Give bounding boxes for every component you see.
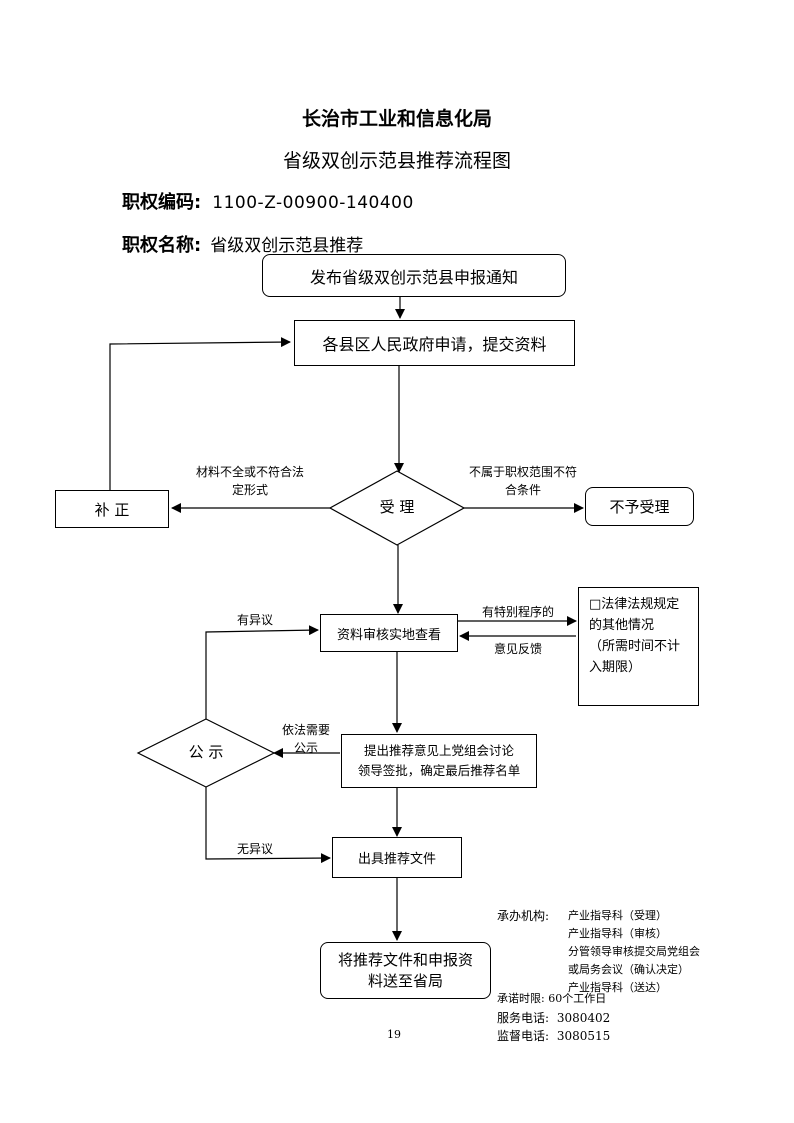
special-line: 入期限） (589, 660, 642, 675)
accept-diamond (328, 470, 466, 546)
org-list: 产业指导科（受理） 产业指导科（审核） 分管领导审核提交局党组会 或局务会议（确… (568, 907, 768, 997)
propose-node: 提出推荐意见上党组会讨论 领导签批，确定最后推荐名单 (341, 734, 537, 788)
accept-node: 受 理 (379, 498, 415, 516)
special-line: □法律法规规定 (589, 597, 680, 612)
supervise-phone-label: 监督电话: (497, 1029, 550, 1043)
label-objection: 有异议 (236, 613, 273, 627)
page-subtitle: 省级双创示范县推荐流程图 (282, 150, 511, 172)
special-node: □法律法规规定 的其他情况 （所需时间不计 入期限） (578, 587, 699, 706)
special-line: （所需时间不计 (589, 639, 681, 654)
label-incomplete: 材料不全或不符合法 定形式 (170, 463, 330, 499)
page-title: 长治市工业和信息化局 (301, 108, 492, 130)
label-legal-need-line: 依法需要 (281, 723, 330, 737)
label-not-scope: 不属于职权范围不符 合条件 (443, 463, 603, 499)
supervise-phone-row: 监督电话: 3080515 (497, 1027, 610, 1044)
propose-line: 领导签批，确定最后推荐名单 (357, 763, 521, 778)
label-not-scope-line: 不属于职权范围不符 (468, 465, 577, 479)
service-phone-label: 服务电话: (497, 1011, 550, 1025)
publicity-node: 公 示 (188, 743, 224, 761)
org-item: 产业指导科（送达） (568, 981, 667, 994)
service-phone: 3080402 (556, 1011, 611, 1025)
org-item: 产业指导科（受理） (568, 909, 667, 922)
org-label: 承办机构: (497, 909, 550, 923)
arrow-publicity-to-review (205, 625, 319, 719)
label-no-objection: 无异议 (236, 842, 273, 856)
correct-node: 补 正 (55, 490, 169, 528)
send-node: 将推荐文件和申报资 料送至省局 (320, 942, 491, 999)
label-incomplete-line: 材料不全或不符合法 (195, 465, 304, 479)
propose-line: 提出推荐意见上党组会讨论 (363, 743, 514, 758)
issue-node: 出具推荐文件 (332, 837, 462, 878)
name-row: 职权名称: 省级双创示范县推荐 (122, 231, 363, 257)
org-item: 分管领导审核提交局党组会 (568, 945, 700, 958)
page-number: 19 (387, 1028, 401, 1041)
send-line: 将推荐文件和申报资 (337, 950, 473, 969)
review-node: 资料审核实地查看 (320, 614, 458, 652)
notice-node: 发布省级双创示范县申报通知 (262, 254, 566, 297)
name-value: 省级双创示范县推荐 (210, 236, 364, 256)
special-line: 的其他情况 (589, 618, 655, 633)
arrow-publicity-to-issue (205, 787, 331, 864)
reject-node: 不予受理 (585, 487, 694, 526)
supervise-phone: 3080515 (556, 1029, 611, 1043)
org-item: 产业指导科（审核） (568, 927, 667, 940)
label-incomplete-line: 定形式 (231, 483, 268, 497)
label-feedback: 意见反馈 (493, 642, 542, 656)
code-label: 职权编码: (122, 192, 202, 213)
service-phone-row: 服务电话: 3080402 (497, 1009, 610, 1026)
arrow-correct-to-apply (109, 337, 291, 490)
label-not-scope-line: 合条件 (504, 483, 541, 497)
code-value: 1100-Z-00900-140400 (212, 193, 414, 213)
promise-time: 承诺时限: 60个工作日 (497, 992, 607, 1005)
org-item: 或局务会议（确认决定） (568, 963, 689, 976)
label-special-procedure: 有特别程序的 (481, 605, 554, 619)
send-line: 料送至省局 (367, 971, 443, 990)
label-legal-need: 依法需要 公示 (272, 721, 340, 757)
apply-node: 各县区人民政府申请，提交资料 (294, 320, 575, 366)
publicity-diamond (136, 718, 276, 788)
code-row: 职权编码: 1100-Z-00900-140400 (122, 188, 414, 214)
name-label: 职权名称: (122, 235, 202, 256)
label-legal-need-line: 公示 (293, 741, 318, 755)
